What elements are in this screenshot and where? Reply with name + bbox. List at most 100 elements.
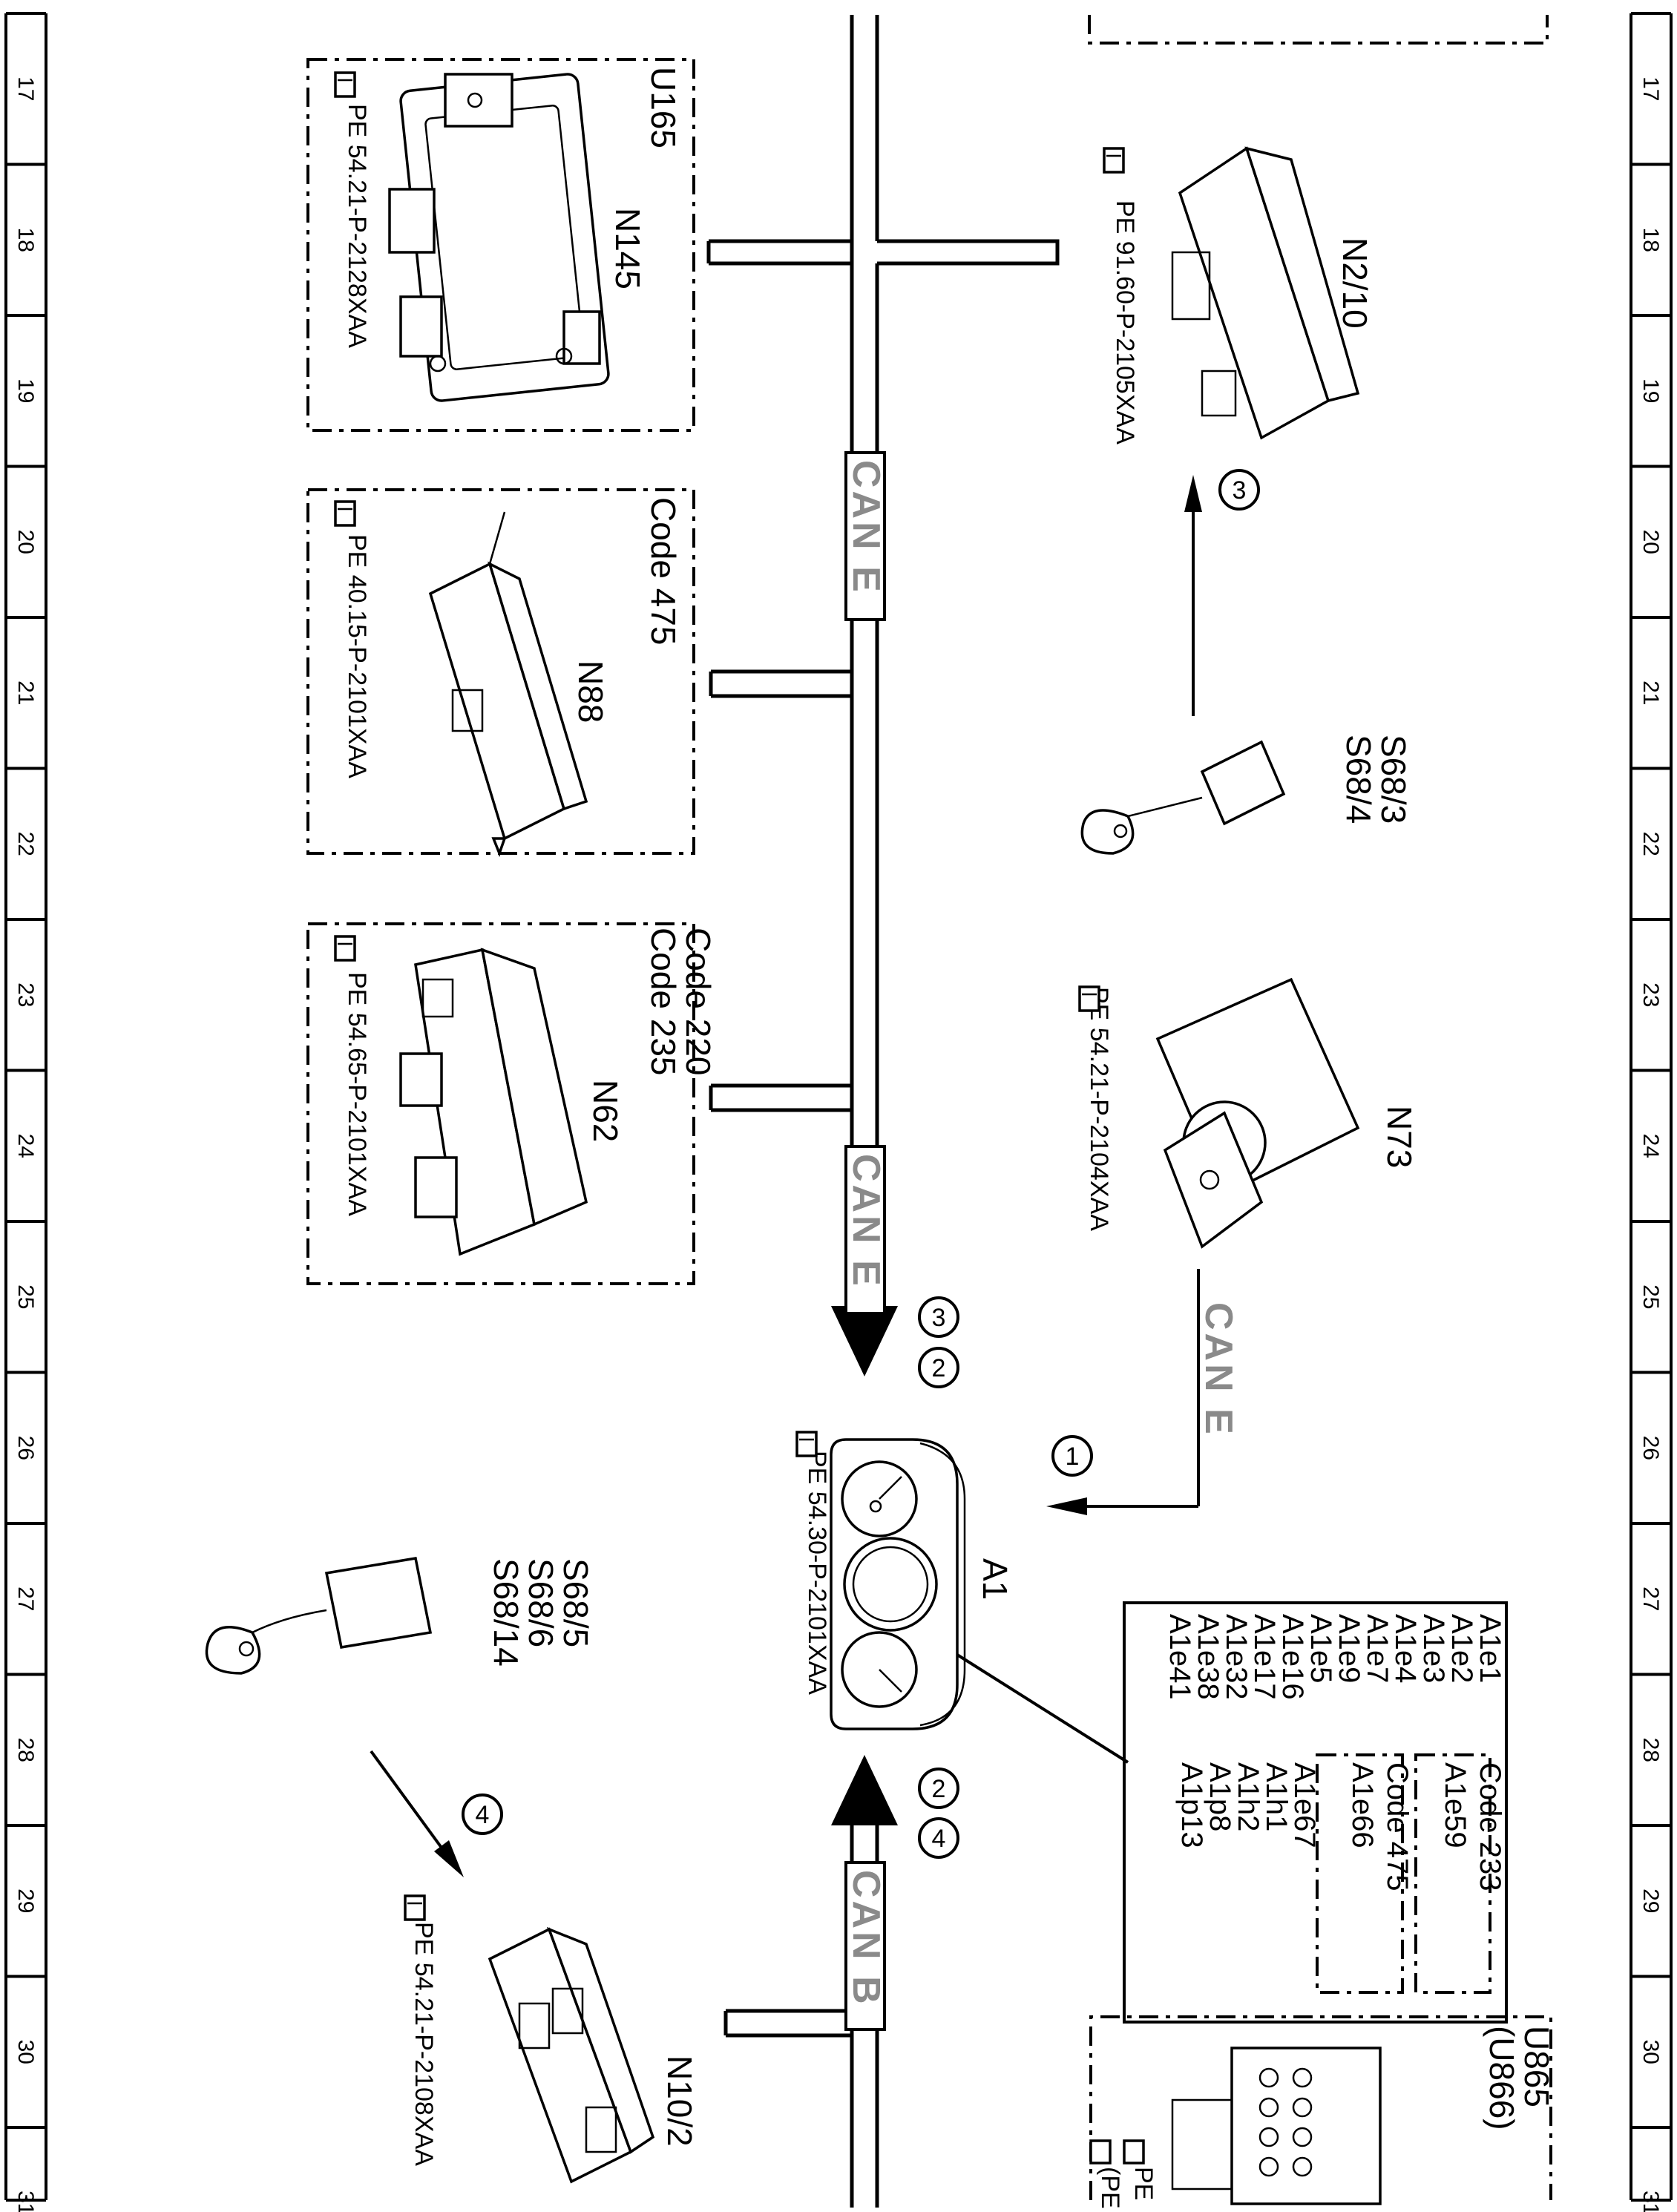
ruler-number: 29 [1638,1888,1663,1913]
u165-component-box: U165 N145 PE 54.21-P-2128XAA [306,58,695,432]
n62-component-box: Code 220 Code 235 N62 PE 54.65-P-2101XAA [306,922,718,1285]
ruler-number: 19 [1638,378,1663,403]
u865-module-drawing [1171,2047,1382,2205]
hand-pointer-icon [334,500,356,527]
can-b-label: CAN B [844,1861,887,2031]
n88-module-drawing [428,511,588,857]
signal-label: A1e2 [1445,1614,1478,1683]
svg-text:Code 235: Code 235 [644,928,683,1076]
hand-pointer-icon [404,1894,426,1921]
ruler-number: 25 [13,1284,38,1309]
ruler-number: 24 [1638,1134,1663,1158]
signal-label: A1e67 [1288,1762,1321,1848]
svg-text:(U866): (U866) [1483,2026,1521,2130]
svg-text:PE 40.15-P-2101XAA: PE 40.15-P-2101XAA [343,534,371,778]
svg-text:A1e59: A1e59 [1439,1762,1471,1848]
n145-module-drawing [388,73,610,402]
hand-pointer-icon [1103,147,1125,174]
ruler-number: 21 [13,680,38,705]
svg-text:U165: U165 [644,67,683,148]
hand-pointer-icon [334,71,356,98]
ruler-number: 17 [1638,76,1663,101]
signal-label: A1p8 [1204,1762,1236,1831]
ruler-number: 23 [1638,982,1663,1007]
svg-text:CAN E: CAN E [844,1154,887,1289]
signal-label: A1e4 [1389,1614,1422,1683]
ruler-number: 27 [1638,1586,1663,1611]
svg-text:2: 2 [932,1354,946,1382]
ruler-number: 31 [1638,2190,1663,2212]
n2-10-module-drawing [1171,146,1360,440]
step-indicators-lower: 2 4 [918,1768,959,1859]
hand-pointer-icon [1078,985,1100,1012]
ruler-number: 22 [1638,832,1663,856]
seat-belt-buckle-drawing [205,1556,433,1675]
hand-pointer-icon [1089,2139,1145,2165]
signal-label: A1e16 [1276,1614,1309,1700]
n62-module-drawing [399,948,588,1256]
signal-label: A1e38 [1192,1614,1224,1700]
svg-text:CAN B: CAN B [844,1870,887,2007]
svg-text:3: 3 [1233,476,1247,505]
ruler-number: 27 [13,1586,38,1611]
can-e-middle-label: CAN E [844,1145,887,1315]
ruler-number: 19 [13,378,38,403]
step-4-arrow-to-n10-2: 4 [370,1750,503,1877]
n10-2-module: N10/2 PE 54.21-P-2108XAA [404,1894,699,2184]
can-e-upper-label: CAN E [844,451,887,621]
signal-label: A1e3 [1417,1614,1450,1683]
arrow-down-to-a1 [831,1306,898,1376]
svg-text:S68/5: S68/5 [557,1558,595,1647]
svg-text:N2/10: N2/10 [1336,237,1374,329]
n88-component-box: Code 475 N88 PE 40.15-P-2101XAA [306,488,695,857]
arrow-up-to-a1 [831,1755,898,1825]
signal-label: A1e32 [1220,1614,1253,1700]
seat-belt-buckle-drawing [1080,740,1286,855]
svg-text:3: 3 [932,1304,946,1332]
u865-component-box: U865 (U866) PE (PE [1089,2015,1556,2209]
ruler-number: 18 [13,228,38,252]
a1-cluster-drawing [830,1438,966,1730]
svg-text:Code 475: Code 475 [1381,1762,1414,1891]
svg-text:S68/3: S68/3 [1374,735,1413,824]
svg-text:N62: N62 [586,1080,625,1142]
signal-label: A1e7 [1361,1614,1394,1683]
a1-signal-list-box: A1e1A1e2A1e3A1e4A1e7A1e9A1e5A1e16A1e17A1… [1123,1601,1508,2024]
svg-text:PE 91.60-P-2105XAA: PE 91.60-P-2105XAA [1111,200,1139,444]
svg-text:U865: U865 [1517,2026,1556,2107]
svg-text:Code 220: Code 220 [679,928,718,1076]
svg-text:2: 2 [932,1775,946,1803]
ruler-number: 28 [13,1738,38,1762]
ruler-number: 30 [1638,2040,1663,2064]
svg-text:PE 54.30-P-2101XAA: PE 54.30-P-2101XAA [803,1451,831,1695]
ruler-number: 28 [1638,1738,1663,1762]
a1-instrument-cluster: A1 PE 54.30-P-2101XAA [795,1431,1129,1764]
svg-text:A1: A1 [976,1558,1014,1600]
svg-text:4: 4 [932,1825,946,1853]
ruler-number: 24 [13,1134,38,1158]
ruler-number: 26 [13,1436,38,1460]
step-indicators-upper: 3 2 [918,1296,959,1388]
signal-label: A1e1 [1474,1614,1506,1683]
s68-3-buckle-switch: S68/3 S68/4 [1080,735,1413,855]
n73-switch-drawing [1155,977,1360,1249]
svg-text:CAN E: CAN E [844,460,887,595]
signal-label: A1h2 [1232,1762,1264,1831]
svg-text:N145: N145 [608,208,647,289]
signal-label: A1e5 [1304,1614,1337,1683]
svg-text:(PE: (PE [1096,2167,1124,2209]
svg-text:N88: N88 [571,660,610,723]
svg-text:PE 54.21-P-2104XAA: PE 54.21-P-2104XAA [1085,987,1113,1231]
svg-text:S68/4: S68/4 [1339,735,1378,824]
ruler-number: 18 [1638,228,1663,252]
svg-text:N73: N73 [1380,1106,1419,1168]
ruler-number: 29 [13,1888,38,1913]
can-e-right-line: CAN E 1 [1046,1269,1240,1515]
svg-text:N10/2: N10/2 [660,2055,699,2147]
ruler-number: 22 [13,832,38,856]
svg-text:4: 4 [476,1801,490,1829]
